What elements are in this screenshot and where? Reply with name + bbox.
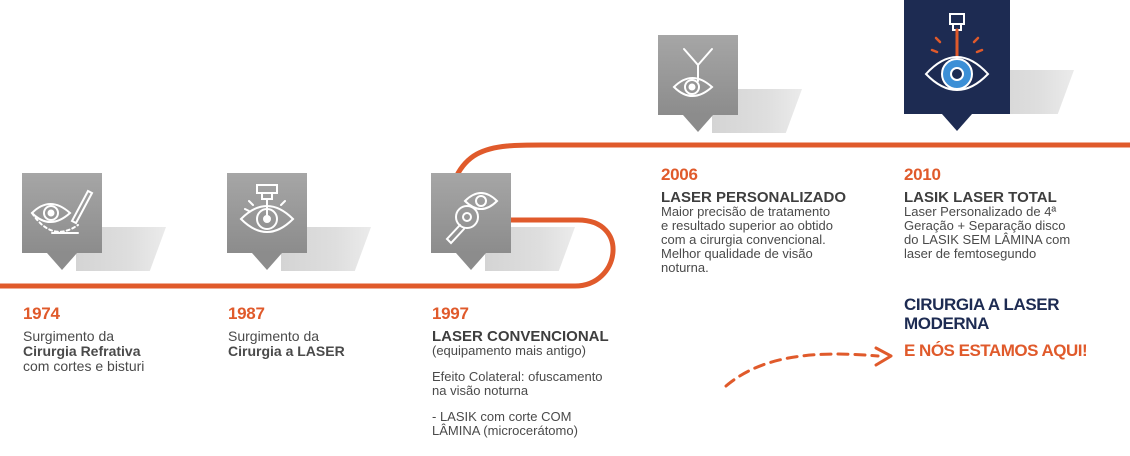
milestone-desc-line: Melhor qualidade de visão — [661, 246, 813, 261]
milestone-2010-text: 2010 LASIK LASER TOTAL Laser Personaliza… — [904, 165, 1071, 261]
milestone-desc-line: LÂMINA (microcerátomo) — [432, 423, 578, 438]
callout-line: CIRURGIA A LASER — [904, 295, 1060, 314]
current-position-callout: CIRURGIA A LASER MODERNA E NÓS ESTAMOS A… — [904, 295, 1088, 361]
milestone-1987-text: 1987 Surgimento da Cirurgia a LASER — [228, 304, 345, 359]
callout-highlight: E NÓS ESTAMOS AQUI! — [904, 341, 1088, 360]
magnifier-eye-icon — [445, 192, 499, 245]
milestone-2006-text: 2006 LASER PERSONALIZADO Maior precisão … — [661, 165, 847, 275]
milestone-desc-line: Laser Personalizado de 4ª — [904, 204, 1057, 219]
milestone-desc-line: laser de femtosegundo — [904, 246, 1037, 261]
eye-beam-icon — [672, 48, 714, 97]
milestone-title: LASER PERSONALIZADO — [661, 189, 847, 206]
milestone-line: Surgimento da — [23, 328, 115, 344]
arrow-head-icon — [874, 346, 893, 367]
milestone-desc-line: e resultado superior ao obtido — [661, 218, 834, 233]
milestone-desc-line: noturna. — [661, 260, 709, 275]
milestone-desc-line: - LASIK com corte COM — [432, 409, 572, 424]
milestone-1974-text: 1974 Surgimento da Cirurgia Refrativa co… — [23, 304, 145, 374]
milestone-year: 1987 — [228, 304, 265, 323]
milestone-line-bold: Cirurgia a LASER — [228, 343, 345, 359]
eye-scalpel-icon — [30, 189, 94, 234]
milestone-year: 2010 — [904, 165, 941, 184]
milestone-1997-text: 1997 LASER CONVENCIONAL (equipamento mai… — [432, 304, 609, 438]
milestone-year: 2006 — [661, 165, 698, 184]
milestone-desc-line: Geração + Separação disco — [904, 218, 1066, 233]
milestone-year: 1974 — [23, 304, 60, 323]
laser-target-eye-icon — [924, 13, 990, 91]
milestone-desc-line: Efeito Colateral: ofuscamento — [432, 369, 603, 384]
laser-eye-icon — [239, 184, 295, 233]
milestone-title: LASIK LASER TOTAL — [904, 189, 1057, 206]
milestone-subtitle: (equipamento mais antigo) — [432, 343, 586, 358]
milestone-desc-line: Maior precisão de tratamento — [661, 204, 831, 219]
milestone-desc-line: do LASIK SEM LÂMINA com — [904, 232, 1071, 247]
milestone-line: Surgimento da — [228, 328, 320, 344]
milestone-title: LASER CONVENCIONAL — [432, 328, 609, 345]
milestone-year: 1997 — [432, 304, 469, 323]
callout-line: MODERNA — [904, 314, 990, 333]
milestone-desc-line: com a cirurgia convencional. — [661, 232, 826, 247]
milestone-line: com cortes e bisturi — [23, 358, 145, 374]
milestone-desc-line: na visão noturna — [432, 383, 529, 398]
milestone-line-bold: Cirurgia Refrativa — [23, 343, 141, 359]
dashed-arrow-line — [724, 352, 880, 388]
